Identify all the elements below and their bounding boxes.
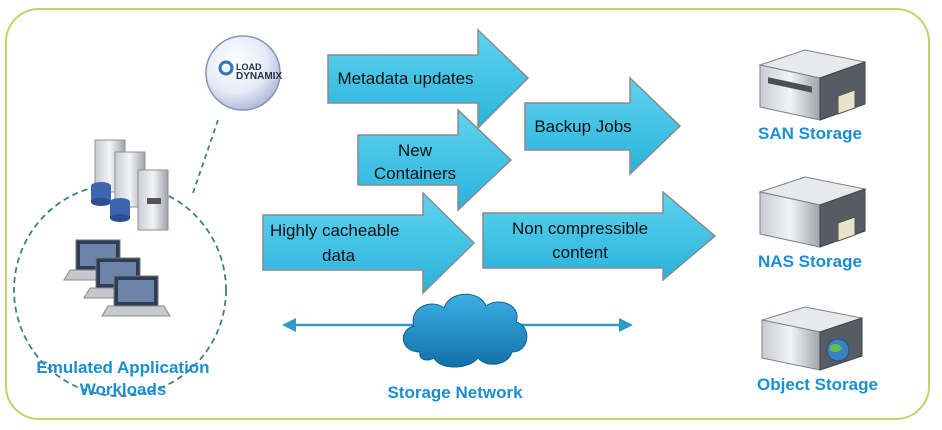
label-san-storage: SAN Storage bbox=[758, 124, 862, 143]
network-cloud-icon bbox=[403, 293, 528, 368]
arrow-highly-cacheable bbox=[262, 191, 476, 295]
load-dynamix-logo bbox=[205, 35, 281, 111]
label-emulated-line2: Workloads bbox=[79, 380, 167, 399]
arrow-label-metadata: Metadata updates bbox=[337, 69, 474, 88]
label-storage-network: Storage Network bbox=[387, 383, 523, 402]
arrow-metadata-updates bbox=[327, 28, 530, 130]
arrow-label-cacheable-2: data bbox=[322, 246, 356, 265]
arrow-non-compressible bbox=[482, 190, 717, 282]
workload-circle bbox=[13, 183, 227, 397]
workload-servers-icon bbox=[91, 139, 169, 231]
label-nas-storage: NAS Storage bbox=[758, 252, 862, 271]
nas-server-icon bbox=[758, 176, 867, 248]
arrow-label-cacheable-1: Highly cacheable bbox=[270, 221, 400, 240]
logo-mark-icon bbox=[218, 60, 234, 76]
arrow-backup-jobs bbox=[524, 76, 682, 176]
arrow-label-backup: Backup Jobs bbox=[534, 117, 632, 136]
san-server-icon bbox=[758, 49, 867, 121]
arrow-label-noncompress-1: Non compressible bbox=[511, 219, 649, 238]
arrow-new-containers bbox=[357, 108, 513, 212]
arrow-label-new-containers-1: New bbox=[397, 141, 432, 160]
diagram-frame bbox=[5, 8, 930, 420]
arrow-label-new-containers-2: Containers bbox=[373, 164, 457, 183]
label-emulated-line1: Emulated Application bbox=[36, 358, 210, 377]
logo-connector bbox=[191, 119, 219, 197]
object-server-icon bbox=[761, 306, 864, 371]
arrow-label-noncompress-2: content bbox=[552, 243, 608, 262]
logo-line2: DYNAMIX bbox=[236, 71, 283, 82]
logo-line1: LOAD bbox=[236, 62, 262, 72]
workload-laptops-icon bbox=[63, 239, 171, 317]
label-object-storage: Object Storage bbox=[757, 375, 878, 394]
